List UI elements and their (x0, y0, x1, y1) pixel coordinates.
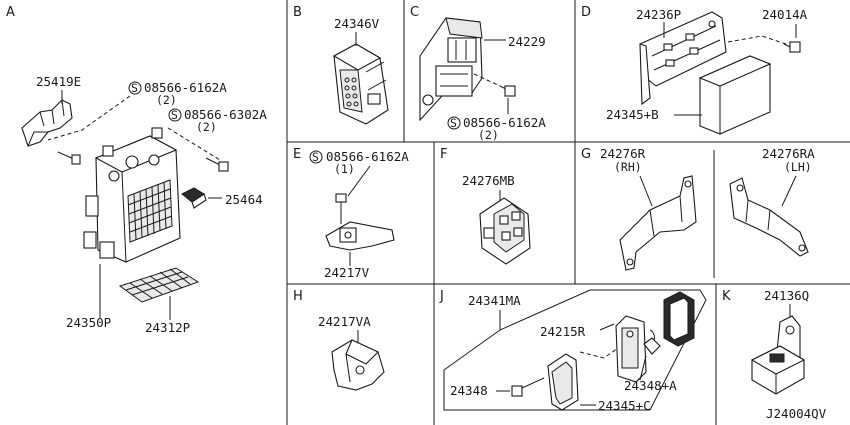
section-letter-f: F (440, 147, 447, 162)
label-bolt-qty-c: (2) (478, 128, 499, 142)
label-24217v: 24217V (324, 265, 370, 280)
bolt-icon-c[interactable] (499, 85, 516, 97)
section-letter-c: C (410, 5, 419, 20)
screw-symbol-text-2: S (171, 108, 178, 122)
label-bolt-qty-e: (1) (334, 162, 355, 176)
label-24276mb: 24276MB (462, 173, 515, 188)
screw-symbol-text: S (131, 81, 138, 95)
section-e: E S 08566-6162A (1) 24217V (293, 147, 409, 280)
bracket-24217v[interactable] (325, 221, 395, 251)
label-24350p: 24350P (66, 315, 111, 330)
label-24348a: 24348+A (624, 378, 677, 393)
clip-25419e[interactable] (21, 99, 73, 147)
bracket-24236p[interactable] (639, 11, 727, 106)
section-k: K 24136Q (722, 288, 809, 395)
connector-icon-j[interactable] (663, 291, 695, 347)
section-letter-a: A (6, 5, 15, 20)
section-c: C 24229 S 08566-6162A (2) (410, 5, 546, 142)
screw-symbol-text-e: S (312, 150, 319, 164)
label-24236p: 24236P (636, 7, 681, 22)
screw-symbol-icon (128, 81, 142, 95)
label-24345b: 24345+B (606, 107, 659, 122)
screw-symbol-text-c: S (450, 116, 457, 130)
junction-box-24350p[interactable] (83, 127, 181, 263)
section-h: H 24217VA (293, 289, 385, 391)
label-08566-6162a-e: 08566-6162A (326, 149, 409, 164)
clip-24217va[interactable] (331, 339, 385, 391)
label-lh: (LH) (784, 160, 812, 174)
section-a: A 25419E S 08566-6162A (2) S 08566-6302A… (6, 5, 267, 335)
label-25419e: 25419E (36, 74, 81, 89)
connector-24346v[interactable] (332, 43, 389, 125)
label-bolt2-qty: (2) (196, 120, 217, 134)
section-letter-g: G (581, 147, 591, 162)
diagram-code: J24004QV (766, 406, 827, 421)
label-rh: (RH) (614, 160, 642, 174)
fuse-grid (127, 179, 173, 243)
label-24215r: 24215R (540, 324, 586, 339)
label-24341ma: 24341MA (468, 293, 521, 308)
bolt-icon-d[interactable] (783, 41, 801, 53)
bracket-24276ra[interactable] (729, 177, 809, 257)
label-08566-6162a-c: 08566-6162A (463, 115, 546, 130)
connector-24276mb[interactable] (479, 197, 531, 265)
section-f: F 24276MB (440, 147, 531, 265)
section-g: G 24276R (RH) 24276RA (LH) (581, 146, 815, 278)
label-24348: 24348 (450, 383, 488, 398)
holder-24215r[interactable] (615, 315, 647, 383)
bracket-24229[interactable] (419, 17, 483, 122)
label-24345c: 24345+C (598, 398, 651, 413)
section-letter-e: E (293, 147, 301, 162)
cover-24312p[interactable] (118, 267, 200, 303)
bracket-24276r[interactable] (619, 175, 697, 271)
bracket-24136q[interactable] (750, 315, 806, 395)
label-24276ra: 24276RA (762, 146, 815, 161)
section-b: B 24346V (293, 5, 389, 125)
label-24276r: 24276R (600, 146, 646, 161)
screw-symbol-icon-e (309, 150, 323, 164)
label-bolt1-qty: (2) (156, 93, 177, 107)
label-08566-6162a-a: 08566-6162A (144, 80, 227, 95)
bolt-icon[interactable] (57, 151, 81, 165)
bolt-icon-2[interactable] (205, 157, 229, 172)
assembly-outline (443, 289, 707, 411)
label-25464: 25464 (225, 192, 263, 207)
label-24014a: 24014A (762, 7, 808, 22)
connector-24345c[interactable] (547, 353, 579, 411)
label-24136q: 24136Q (764, 288, 809, 303)
grid-frame (286, 0, 850, 425)
section-j: J 24341MA 24215R 24348+A 24345+C (439, 289, 707, 413)
section-letter-k: K (722, 289, 731, 304)
fuse-25464[interactable] (181, 187, 207, 209)
clip-24348a[interactable] (643, 337, 661, 355)
module-24345b[interactable] (698, 55, 772, 135)
label-08566-6302a: 08566-6302A (184, 107, 267, 122)
screw-symbol-icon-2 (168, 108, 182, 122)
section-letter-d: D (581, 5, 591, 20)
bolt-icon-e[interactable] (335, 193, 347, 220)
section-letter-j: J (439, 289, 444, 304)
screw-symbol-icon-c (447, 116, 461, 130)
label-24312p: 24312P (145, 320, 190, 335)
section-letter-h: H (293, 289, 303, 304)
label-24346v: 24346V (334, 16, 380, 31)
section-letter-b: B (293, 5, 302, 20)
section-d: D 24236P 24014A 24345+B (581, 5, 808, 135)
bolt-icon-j[interactable] (511, 377, 545, 397)
label-24229: 24229 (508, 34, 546, 49)
label-24217va: 24217VA (318, 314, 371, 329)
